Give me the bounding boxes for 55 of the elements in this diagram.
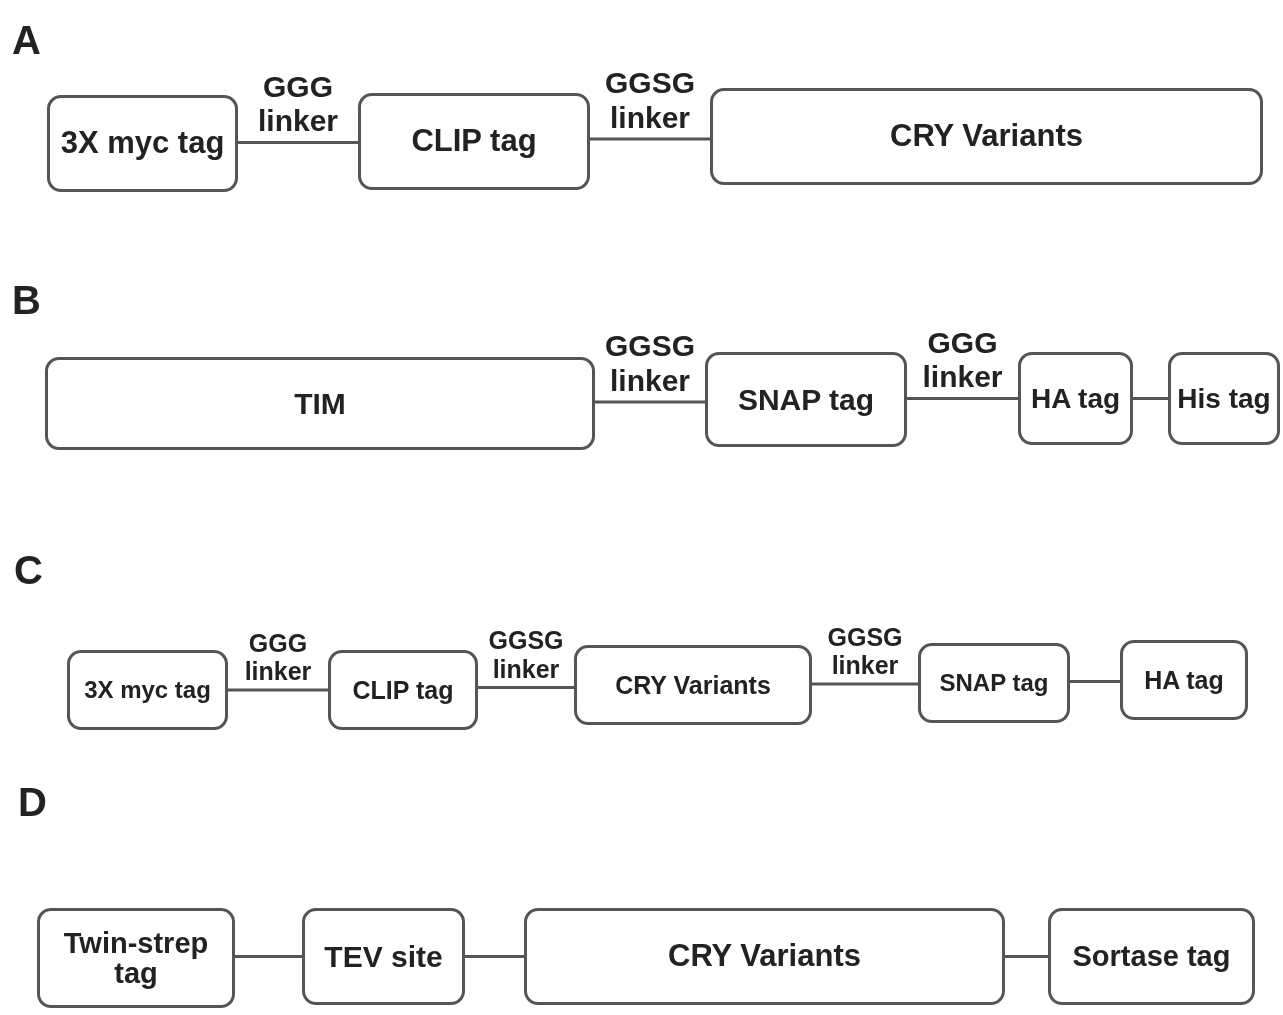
edge-label: GGG linker — [921, 325, 1004, 395]
linker-line — [238, 141, 358, 144]
domain-label: CRY Variants — [615, 671, 771, 699]
linker-line — [812, 682, 918, 686]
linker-line — [1005, 955, 1048, 958]
domain-label: SNAP tag — [737, 383, 875, 416]
domain-label: TIM — [294, 387, 346, 420]
domain-box — [1018, 352, 1133, 445]
domain-label: CLIP tag — [352, 676, 454, 704]
edge-label: GGSG linker — [487, 626, 565, 684]
linker-line — [465, 955, 524, 958]
domain-box — [45, 357, 595, 450]
domain-label: HA tag — [1144, 666, 1224, 694]
domain-box — [358, 93, 590, 190]
linker-line — [590, 137, 710, 141]
domain-box — [328, 650, 478, 730]
domain-label: TEV site — [324, 940, 443, 973]
domain-label: CLIP tag — [411, 125, 537, 158]
linker-line — [228, 688, 328, 692]
panel-letter: B — [12, 278, 41, 323]
edge-label: GGSG linker — [604, 329, 696, 398]
domain-box — [574, 645, 812, 725]
edge-label: GGSG linker — [604, 66, 696, 135]
linker-line — [907, 397, 1018, 400]
domain-box — [524, 908, 1005, 1005]
panel-letter: D — [18, 780, 47, 825]
domain-box — [1048, 908, 1255, 1005]
domain-box — [67, 650, 228, 730]
domain-label: CRY Variants — [668, 940, 861, 973]
domain-label: CRY Variants — [890, 120, 1083, 153]
domain-box — [1120, 640, 1248, 720]
domain-box — [710, 88, 1263, 185]
linker-line — [235, 955, 302, 958]
domain-label: SNAP tag — [939, 670, 1049, 696]
edge-label: GGSG linker — [826, 622, 904, 680]
domain-label: His tag — [1177, 383, 1271, 414]
linker-line — [1133, 397, 1168, 400]
domain-box — [1168, 352, 1280, 445]
domain-label: 3X myc tag — [84, 677, 211, 703]
edge-label: GGG linker — [243, 628, 313, 686]
domain-box — [47, 95, 238, 192]
domain-box — [918, 643, 1070, 723]
panel-letter: A — [12, 18, 41, 63]
panel-letter: C — [14, 548, 43, 593]
linker-line — [595, 400, 705, 404]
linker-line — [1070, 680, 1120, 683]
linker-line — [478, 686, 574, 689]
domain-box — [302, 908, 465, 1005]
edge-label: GGG linker — [256, 69, 339, 139]
domain-box — [705, 352, 907, 447]
domain-label: HA tag — [1030, 383, 1121, 414]
domain-label: Twin-strep tag — [62, 927, 210, 989]
domain-box — [37, 908, 235, 1008]
domain-label: Sortase tag — [1072, 941, 1231, 972]
domain-label: 3X myc tag — [60, 127, 225, 160]
